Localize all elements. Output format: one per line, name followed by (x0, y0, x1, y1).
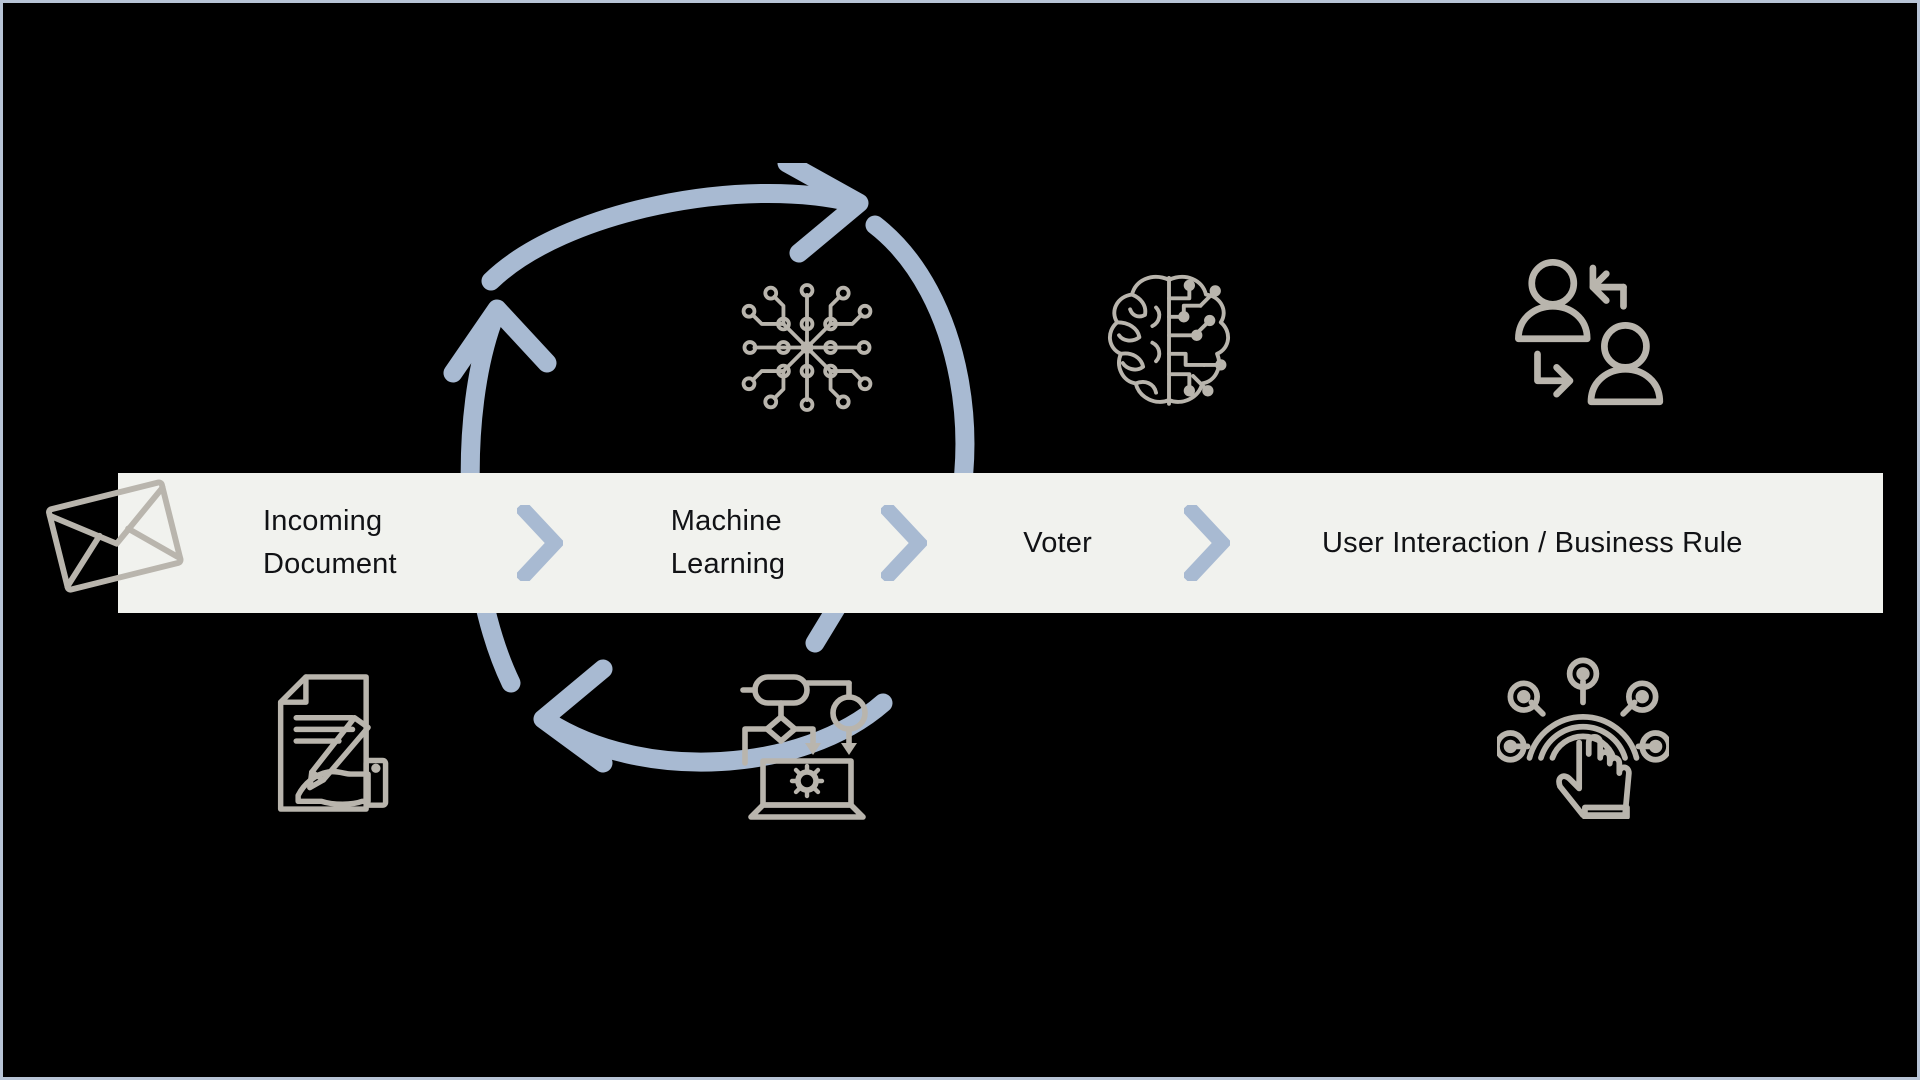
chevron-right-icon (881, 505, 928, 581)
neural-network-circuit-icon (731, 275, 883, 420)
process-banner: Incoming Document Machine Learning Voter (118, 473, 1883, 613)
stage-user-interaction-business-rule: User Interaction / Business Rule (1321, 526, 1743, 559)
document-signing-icon (269, 667, 405, 819)
stage-machine-learning: Machine Learning (670, 505, 786, 580)
cycle-arrow-bottom-head (533, 659, 613, 773)
user-interaction-exchange-icon (1505, 247, 1677, 419)
envelope-icon (41, 471, 189, 603)
workflow-automation-laptop-icon (729, 659, 881, 823)
cycle-arrow-top-shaft (481, 184, 865, 291)
chevron-right-icon (1183, 505, 1230, 581)
cycle-arrow-top-head (777, 163, 869, 263)
touch-interaction-network-icon (1497, 647, 1669, 819)
stage-incoming-document: Incoming Document (263, 505, 397, 580)
cycle-arrow-left-head (443, 299, 557, 383)
chevron-right-icon (516, 505, 563, 581)
brain-circuit-icon (1103, 265, 1235, 413)
stage-voter: Voter (1023, 526, 1092, 559)
